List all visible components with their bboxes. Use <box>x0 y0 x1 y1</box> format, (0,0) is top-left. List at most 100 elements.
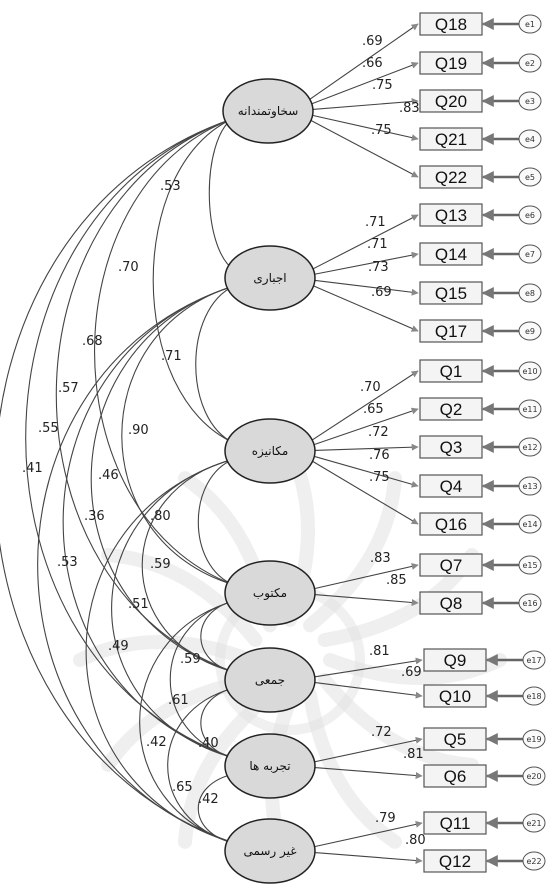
loading-label-q7: .83 <box>370 551 391 566</box>
correlation-arc-L3-L6 <box>111 457 235 760</box>
correlation-arc-L2-L5 <box>90 284 235 674</box>
correlation-label-L5-L6: .40 <box>198 736 219 751</box>
loading-arrow-q4 <box>309 454 419 488</box>
loading-label-q8: .85 <box>386 573 407 588</box>
loading-arrow-q7 <box>309 562 419 591</box>
indicator-box-q19: Q19 <box>419 51 483 75</box>
correlation-arc-L1-L7 <box>0 117 235 845</box>
indicator-box-q1: Q1 <box>419 359 483 383</box>
loading-arrow-q14 <box>309 251 419 276</box>
error-term-e1: e1 <box>518 14 542 34</box>
error-term-e12: e12 <box>518 437 542 457</box>
loading-label-q1: .70 <box>360 380 381 395</box>
correlation-label-L1-L2: .53 <box>160 179 181 194</box>
correlation-label-L3-L5: .59 <box>150 557 171 572</box>
loading-label-q2: .65 <box>363 402 384 417</box>
svg-text:e11: e11 <box>522 405 537 414</box>
latent-l3: مکانیزه <box>224 418 316 484</box>
loading-arrow-q21 <box>307 113 419 142</box>
loading-label-q9: .81 <box>369 644 390 659</box>
svg-text:e22: e22 <box>526 857 541 866</box>
svg-text:e20: e20 <box>526 772 541 781</box>
svg-text:Q18: Q18 <box>435 15 467 34</box>
indicator-box-q21: Q21 <box>419 127 483 151</box>
indicator-box-q9: Q9 <box>423 648 487 672</box>
indicator-box-q18: Q18 <box>419 12 483 36</box>
correlation-label-L2-L7: .53 <box>57 555 78 570</box>
indicator-box-q10: Q10 <box>423 684 487 708</box>
error-term-e15: e15 <box>518 555 542 575</box>
loading-label-q6: .81 <box>403 747 424 762</box>
indicator-box-q4: Q4 <box>419 474 483 498</box>
loading-label-q5: .72 <box>371 725 392 740</box>
correlation-arc-L2-L4 <box>121 284 235 587</box>
indicator-box-q13: Q13 <box>419 203 483 227</box>
loading-arrow-q3 <box>309 443 419 452</box>
correlation-label-L4-L7: .42 <box>146 735 167 750</box>
loading-label-q12: .80 <box>405 833 426 848</box>
indicator-box-q8: Q8 <box>419 591 483 615</box>
latent-l7: غیر رسمی <box>224 818 316 884</box>
error-term-e14: e14 <box>518 514 542 534</box>
indicator-box-q14: Q14 <box>419 242 483 266</box>
correlation-arc-L1-L4 <box>94 117 235 587</box>
error-term-e10: e10 <box>518 361 542 381</box>
loading-label-q10: .69 <box>401 665 422 680</box>
svg-text:e2: e2 <box>525 59 535 68</box>
correlation-arc-L1-L2 <box>208 118 235 271</box>
loading-label-q11: .79 <box>375 811 396 826</box>
svg-text:e15: e15 <box>522 561 537 570</box>
error-term-e9: e9 <box>518 321 542 341</box>
loading-label-q14: .71 <box>367 237 388 252</box>
svg-text:e7: e7 <box>525 250 535 259</box>
svg-text:Q19: Q19 <box>435 54 467 73</box>
loading-arrow-q6 <box>309 766 423 779</box>
error-term-e4: e4 <box>518 129 542 149</box>
svg-text:Q22: Q22 <box>435 168 467 187</box>
loading-label-q22: .75 <box>371 123 392 138</box>
correlation-arc-L1-L3 <box>152 118 235 444</box>
svg-text:Q6: Q6 <box>444 767 467 786</box>
loading-label-q18: .69 <box>362 34 383 49</box>
error-term-e6: e6 <box>518 205 542 225</box>
latent-l2: اجباری <box>224 245 316 311</box>
error-term-e5: e5 <box>518 167 542 187</box>
indicator-box-q16: Q16 <box>419 512 483 536</box>
correlation-arc-L4-L7 <box>139 599 235 845</box>
svg-text:تجربه ها: تجربه ها <box>249 759 290 774</box>
svg-text:Q3: Q3 <box>440 438 463 457</box>
loading-arrow-q12 <box>309 851 423 864</box>
indicator-box-q2: Q2 <box>419 397 483 421</box>
svg-text:e12: e12 <box>522 443 537 452</box>
latent-l5: جمعی <box>224 647 316 713</box>
svg-text:جمعی: جمعی <box>255 673 285 687</box>
svg-text:e1: e1 <box>525 20 535 29</box>
correlation-label-L2-L5: .46 <box>98 468 119 483</box>
correlation-label-L1-L7: .41 <box>22 461 43 476</box>
correlation-label-L6-L7: .42 <box>198 792 219 807</box>
loading-label-q16: .75 <box>369 470 390 485</box>
loading-arrow-q2 <box>309 407 419 447</box>
svg-text:Q11: Q11 <box>440 814 471 833</box>
correlation-arc-L3-L7 <box>85 457 235 845</box>
indicator-box-q17: Q17 <box>419 319 483 343</box>
indicator-box-q6: Q6 <box>423 764 487 788</box>
svg-text:Q2: Q2 <box>440 400 463 419</box>
loading-arrow-q16 <box>309 459 419 525</box>
correlation-label-L1-L5: .57 <box>58 381 79 396</box>
svg-text:Q13: Q13 <box>435 206 467 225</box>
svg-text:e16: e16 <box>522 599 537 608</box>
loading-label-q15: .73 <box>368 260 389 275</box>
svg-text:مکانیزه: مکانیزه <box>252 444 289 459</box>
svg-text:Q7: Q7 <box>440 556 463 575</box>
loading-arrow-q10 <box>309 681 423 699</box>
correlation-arc-L1-L6 <box>25 117 235 760</box>
svg-text:e13: e13 <box>522 482 537 491</box>
correlation-arc-L2-L3 <box>195 285 235 444</box>
svg-text:Q4: Q4 <box>440 477 463 496</box>
indicator-box-q7: Q7 <box>419 553 483 577</box>
correlation-arc-L5-L6 <box>200 686 235 760</box>
indicator-box-q11: Q11 <box>423 811 487 835</box>
svg-text:Q5: Q5 <box>444 730 467 749</box>
loading-label-q13: .71 <box>365 215 386 230</box>
